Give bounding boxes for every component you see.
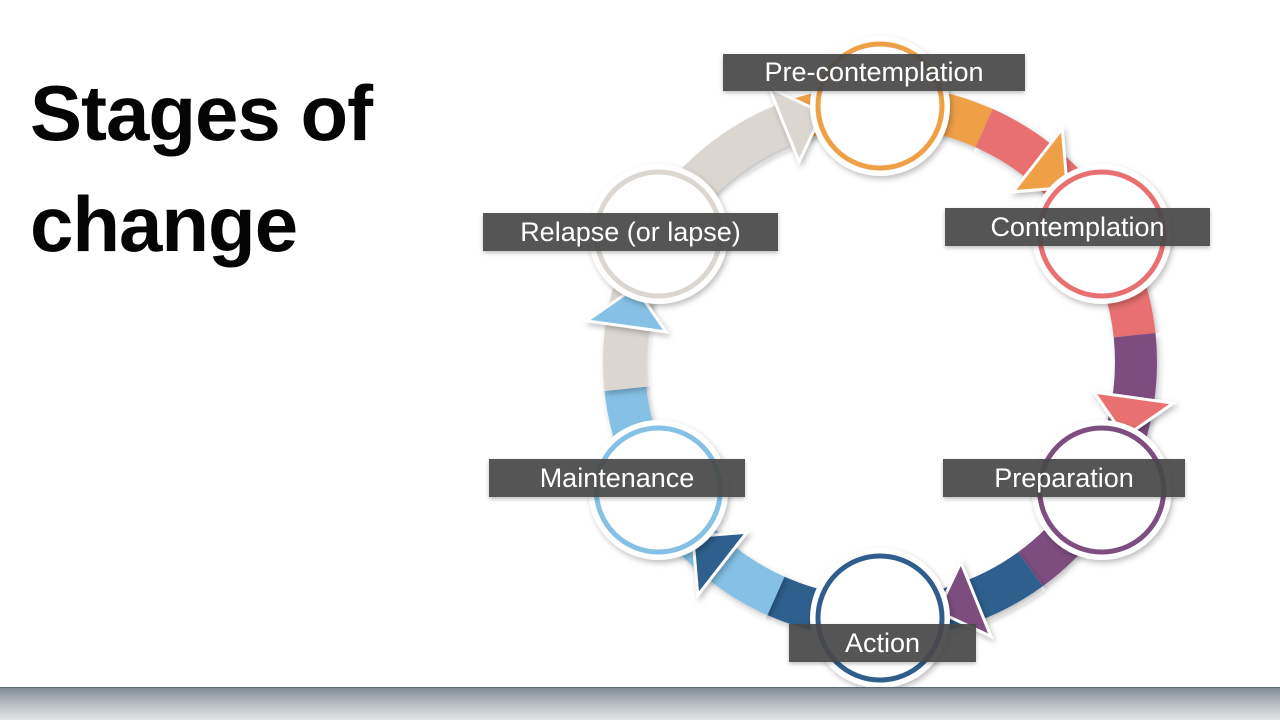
arrowhead-relapse-or-lapse xyxy=(766,84,825,166)
nodes-layer xyxy=(588,36,1172,688)
page-title-line1: Stages of xyxy=(30,69,373,157)
stage-label-relapse-or-lapse: Relapse (or lapse) xyxy=(483,213,778,251)
stage-label-pre-contemplation: Pre-contemplation xyxy=(723,54,1025,91)
arrowhead-preparation xyxy=(935,558,994,640)
arrowhead-contemplation xyxy=(1090,390,1178,439)
node-ring-pre-contemplation xyxy=(815,41,945,171)
page-title-line2: change xyxy=(30,179,298,268)
node-ring-action xyxy=(815,553,945,683)
bottom-bar xyxy=(0,687,1280,720)
page-title: Stages of change xyxy=(30,58,373,280)
arrowhead-maintenance xyxy=(582,285,670,334)
stage-label-action: Action xyxy=(789,624,976,662)
stage-label-contemplation: Contemplation xyxy=(945,208,1210,246)
arrowhead-pre-contemplation xyxy=(1009,124,1069,194)
stage-label-preparation: Preparation xyxy=(943,459,1185,497)
arrowhead-action xyxy=(691,530,751,600)
node-disc-action xyxy=(810,548,950,688)
stage-label-maintenance: Maintenance xyxy=(489,459,745,497)
arrowheads-layer xyxy=(582,84,1178,640)
